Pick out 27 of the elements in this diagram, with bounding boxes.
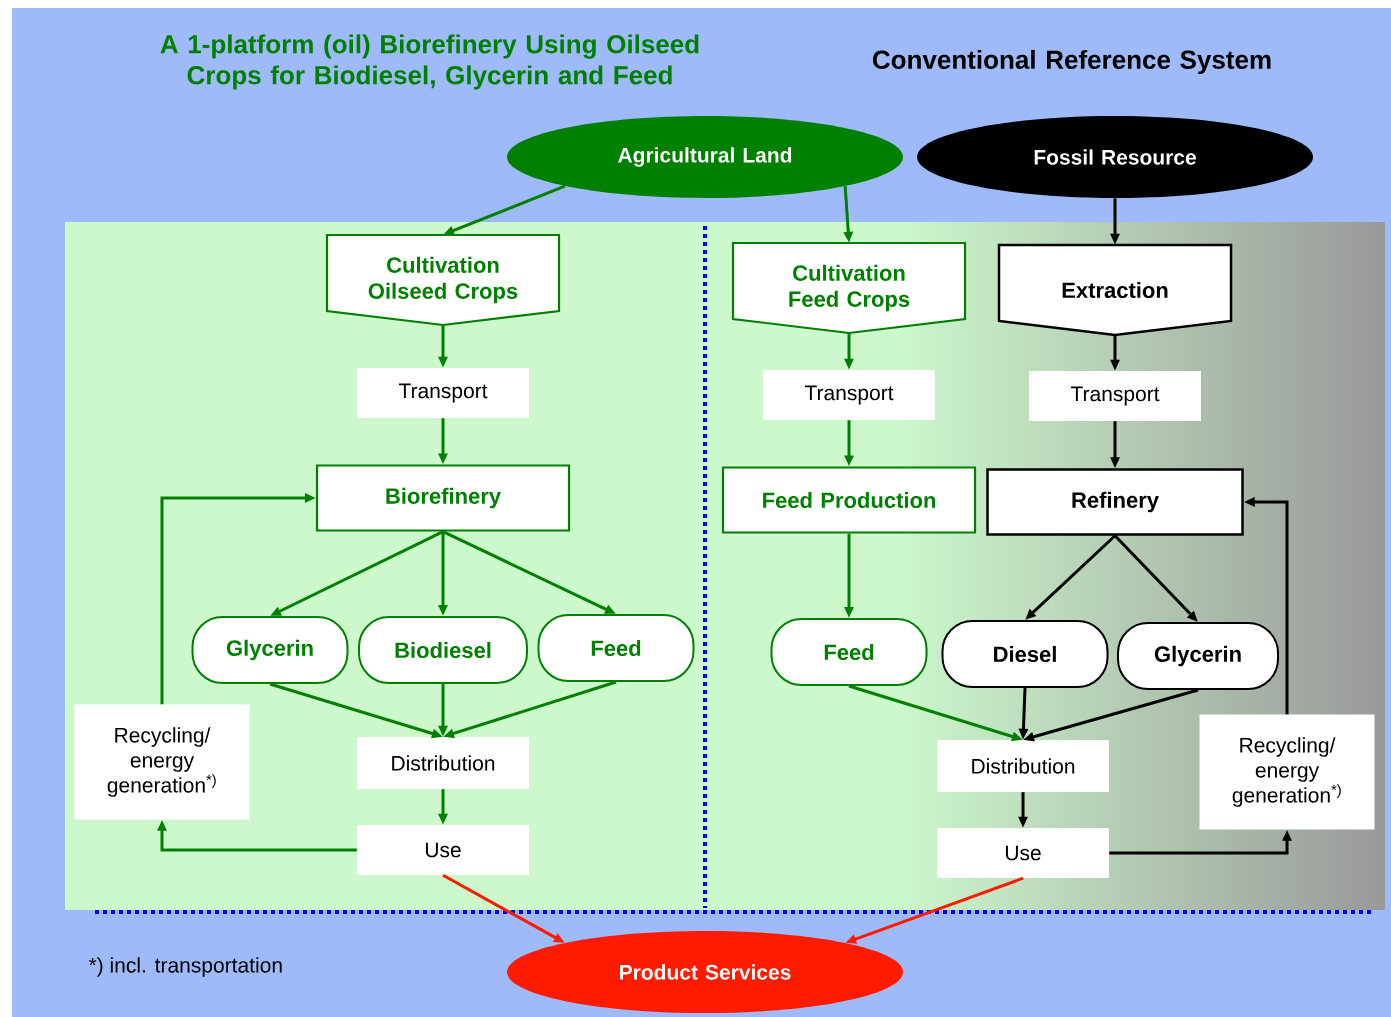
pentagon-box: Cultivation Oilseed Crops <box>325 233 561 327</box>
rounded-box: Feed <box>770 618 928 686</box>
ellipse-node: Product Services <box>507 931 903 1013</box>
step-box: Transport <box>1029 371 1201 421</box>
step-box: Distribution <box>937 740 1109 792</box>
rounded-box: Glycerin <box>1117 622 1279 690</box>
pentagon-box: Cultivation Feed Crops <box>731 241 967 335</box>
step-box: Recycling/ energy generation$^{*)}$ <box>74 704 250 820</box>
rounded-box: Biodiesel <box>358 616 528 684</box>
process-box: Biorefinery <box>315 464 571 532</box>
step-box: Distribution <box>357 737 529 789</box>
step-box: Recycling/ energy generation$^{*)}$ <box>1199 714 1375 830</box>
title: A 1-platform (oil) Biorefinery Using Oilseed Crops for Biodiesel, Glycerin and Feed <box>160 34 699 90</box>
heading: Conventional Reference System <box>872 49 1271 75</box>
process-box: Feed Production <box>721 466 977 534</box>
pentagon-box: Extraction <box>997 243 1233 337</box>
ellipse-node: Fossil Resource <box>917 116 1313 198</box>
rounded-box: Diesel <box>941 620 1109 688</box>
rounded-box: Feed <box>537 614 695 682</box>
step-box: Use <box>357 825 529 875</box>
rounded-box: Glycerin <box>191 616 349 684</box>
step-box: Transport <box>763 370 935 420</box>
ellipse-node: Agricultural Land <box>507 116 903 198</box>
step-box: Use <box>937 828 1109 878</box>
step-box: Transport <box>357 368 529 418</box>
process-box: Refinery <box>986 468 1244 536</box>
footnote: *) incl. transportation <box>88 957 282 977</box>
